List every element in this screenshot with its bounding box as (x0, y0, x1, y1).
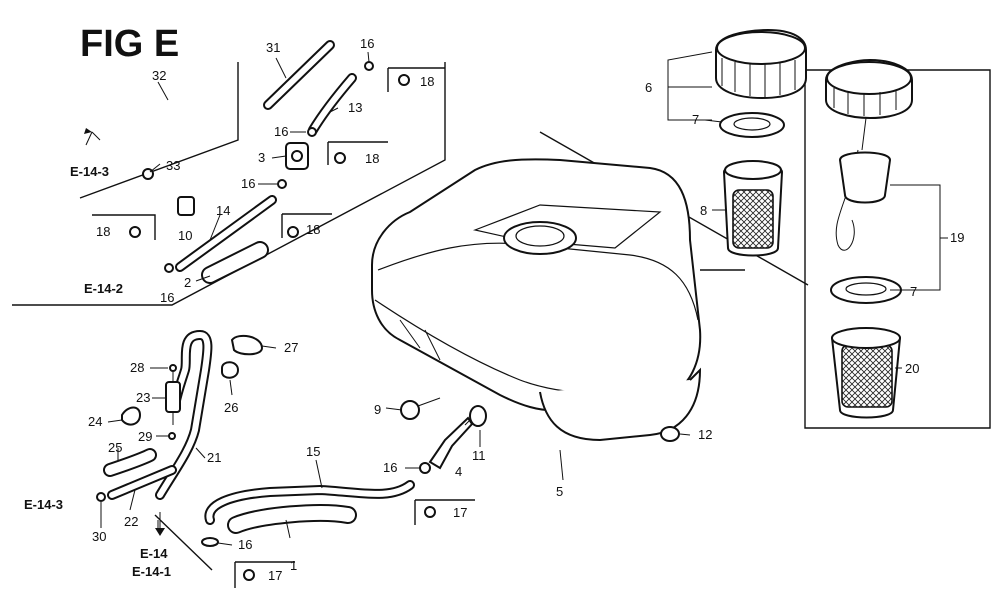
ref-e-14-2: E-14-2 (84, 281, 123, 296)
fuel-tank (371, 158, 702, 442)
callout-18-b: 18 (365, 151, 379, 166)
callout-19: 19 (950, 230, 964, 245)
fuel-cap-center (715, 28, 807, 257)
callout-32: 32 (152, 68, 166, 83)
callout-24: 24 (88, 414, 102, 429)
callout-27: 27 (284, 340, 298, 355)
callout-29: 29 (138, 429, 152, 444)
callout-9: 9 (374, 402, 381, 417)
callout-10: 10 (178, 228, 192, 243)
callout-16-c: 16 (241, 176, 255, 191)
callout-18-a: 18 (420, 74, 434, 89)
callout-labels: 1 2 3 4 5 6 7 7 8 9 10 11 12 13 14 15 16… (88, 36, 964, 583)
ref-e-14-3-top: E-14-3 (70, 164, 109, 179)
callout-17-a: 17 (453, 505, 467, 520)
callout-33: 33 (166, 158, 180, 173)
fuel-cap-assembly (825, 58, 913, 419)
callout-28: 28 (130, 360, 144, 375)
hose-group-upper (129, 40, 410, 284)
callout-6: 6 (645, 80, 652, 95)
callout-11: 11 (472, 448, 486, 463)
figure-title: FIG E (80, 23, 179, 65)
callout-8: 8 (700, 203, 707, 218)
callout-18-d: 18 (96, 224, 110, 239)
callout-12: 12 (698, 427, 712, 442)
callout-30: 30 (92, 529, 106, 544)
callout-26: 26 (224, 400, 238, 415)
callout-31: 31 (266, 40, 280, 55)
reference-labels: E-14-3 E-14-2 E-14-3 E-14 E-14-1 (24, 164, 171, 579)
hose-group-bottom (201, 397, 680, 581)
callout-17-b: 17 (268, 568, 282, 583)
callout-7-right: 7 (910, 284, 917, 299)
callout-15: 15 (306, 444, 320, 459)
ref-e-14-3-bottom: E-14-3 (24, 497, 63, 512)
callout-18-c: 18 (306, 222, 320, 237)
ref-e-14-1: E-14-1 (132, 564, 171, 579)
group-frames (12, 62, 991, 571)
callout-22: 22 (124, 514, 138, 529)
callout-16-b: 16 (274, 124, 288, 139)
callout-2: 2 (184, 275, 191, 290)
callout-23: 23 (136, 390, 150, 405)
hose-group-lower (96, 329, 264, 502)
callout-brackets (92, 67, 475, 588)
reference-arrows (84, 128, 165, 536)
callout-16-a: 16 (360, 36, 374, 51)
callout-14: 14 (216, 203, 230, 218)
callout-3: 3 (258, 150, 265, 165)
callout-25: 25 (108, 440, 122, 455)
callout-4: 4 (455, 464, 462, 479)
callout-21: 21 (207, 450, 221, 465)
callout-5: 5 (556, 484, 563, 499)
callout-16-e: 16 (383, 460, 397, 475)
callout-7-top: 7 (692, 112, 699, 127)
callout-16-f: 16 (238, 537, 252, 552)
callout-20: 20 (905, 361, 919, 376)
callout-1: 1 (290, 558, 297, 573)
ref-e-14: E-14 (140, 546, 168, 561)
callout-13: 13 (348, 100, 362, 115)
leader-lines (91, 51, 948, 546)
callout-16-d: 16 (160, 290, 174, 305)
